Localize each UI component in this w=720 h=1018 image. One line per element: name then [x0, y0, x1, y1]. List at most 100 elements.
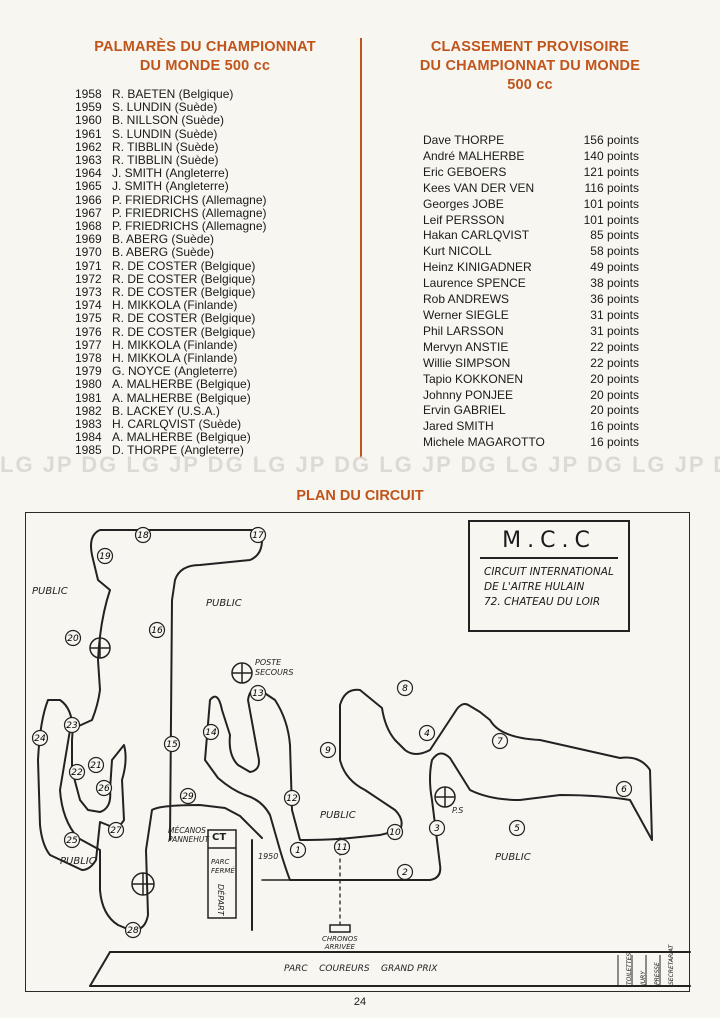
rider-points: 38 points [590, 276, 639, 291]
rider-points: 20 points [590, 371, 639, 386]
palmares-winner: B. LACKEY (U.S.A.) [112, 403, 220, 418]
rider-points: 156 points [583, 133, 639, 147]
palmares-winner: R. BAETEN (Belgique) [112, 87, 234, 101]
palmares-winner: P. FRIEDRICHS (Allemagne) [112, 219, 267, 234]
parc-ferme-line1: PARC [211, 858, 230, 866]
label-public-4: PUBLIC [320, 810, 356, 821]
palmares-year: 1973 [75, 285, 102, 300]
rider-name: Kurt NICOLL [423, 244, 492, 259]
palmares-section: PALMARÈS DU CHAMPIONNAT DU MONDE 500 cc … [60, 38, 350, 458]
rider-name: Eric GEBOERS [423, 164, 507, 179]
corner-marker-circle [124, 921, 142, 939]
rider-points: 22 points [590, 355, 639, 370]
corner-marker-label: 16 [151, 626, 163, 636]
rider-points: 121 points [583, 164, 639, 179]
corner-marker-label: 28 [127, 926, 139, 936]
label-mecanos: MÉCANOS PANNEHUT [168, 826, 209, 844]
corner-marker-label: 4 [424, 729, 430, 739]
palmares-winner: H. CARLQVIST (Suède) [112, 417, 242, 432]
rider-points: 49 points [590, 260, 639, 275]
classement-row: Tapio KOKKONEN 20 points [423, 372, 680, 388]
plan-title: PLAN DU CIRCUIT [296, 488, 424, 504]
corner-marker-circle [68, 763, 86, 781]
corner-marker-circle [179, 787, 197, 805]
corner-marker-label: 3 [434, 824, 440, 834]
corner-marker-circle [95, 779, 113, 797]
label-ps: P.S [452, 806, 464, 815]
label-chronos: CHRONOS ARRIVÉE [322, 935, 358, 951]
palmares-year: 1965 [75, 179, 102, 194]
corner-marker-circle [249, 684, 267, 702]
rider-name: Mervyn ANSTIE [423, 339, 509, 354]
paddock-slant [89, 951, 111, 987]
corner-marker-label: 8 [402, 684, 408, 694]
ct-box [207, 829, 237, 919]
rider-points: 58 points [590, 244, 639, 259]
rider-name: Leif PERSSON [423, 212, 505, 227]
rider-name: Heinz KINIGADNER [423, 260, 532, 275]
palmares-year: 1979 [75, 364, 102, 379]
palmares-winner: H. MIKKOLA (Finlande) [112, 298, 238, 313]
corner-marker-circle [283, 789, 301, 807]
corner-marker-label: 5 [514, 824, 520, 834]
label-public-3: PUBLIC [60, 856, 96, 867]
corner-marker-circle [64, 629, 82, 647]
palmares-year: 1971 [75, 258, 102, 273]
classement-title: CLASSEMENT PROVISOIRE DU CHAMPIONNAT DU … [380, 38, 680, 95]
palmares-year: 1959 [75, 100, 102, 115]
rider-points: 20 points [590, 387, 639, 402]
corner-marker-circle [31, 729, 49, 747]
mcc-line2: DE L'AITRE HULAIN [484, 580, 585, 593]
rider-name: Willie SIMPSON [423, 355, 511, 370]
corner-marker-circle [418, 724, 436, 742]
palmares-year: 1964 [75, 166, 102, 181]
corner-marker-circle [96, 547, 114, 565]
corner-marker-circle [202, 723, 220, 741]
palmares-winner: H. MIKKOLA (Finlande) [112, 351, 238, 366]
palmares-row: 1966 P. FRIEDRICHS (Allemagne) [75, 192, 350, 207]
palmares-year: 1980 [75, 377, 102, 392]
palmares-winner: G. NOYCE (Angleterre) [112, 364, 238, 379]
palmares-title: PALMARÈS DU CHAMPIONNAT DU MONDE 500 cc [60, 38, 350, 76]
poste-line2: SECOURS [255, 668, 294, 677]
mcc-line3: 72. CHATEAU DU LOIR [484, 595, 601, 608]
corner-marker-label: 23 [66, 721, 78, 731]
palmares-winner: J. SMITH (Angleterre) [112, 179, 229, 194]
rider-points: 116 points [584, 180, 640, 195]
palmares-winner: J. SMITH (Angleterre) [112, 166, 229, 181]
rider-name: Tapio KOKKONEN [423, 371, 524, 386]
palmares-row: 1958 R. BAETEN (Belgique) [75, 87, 350, 101]
chronos-line1: CHRONOS [322, 935, 358, 943]
rider-name: Hakan CARLQVIST [423, 228, 530, 243]
palmares-winner: P. FRIEDRICHS (Allemagne) [112, 192, 267, 207]
palmares-year: 1966 [75, 192, 102, 207]
parc-ferme-line2: FERMÉ [211, 867, 235, 875]
classement-row: Willie SIMPSON 22 points [423, 356, 680, 372]
rider-name: Michele MAGAROTTO [423, 435, 545, 450]
rider-points: 16 points [590, 435, 639, 450]
label-parc-ferme: PARC FERMÉ [211, 858, 235, 876]
palmares-winner: A. MALHERBE (Belgique) [112, 390, 251, 405]
corner-marker-label: 9 [325, 746, 331, 756]
mecanos-line1: MÉCANOS [168, 826, 206, 835]
corner-marker-circle [148, 621, 166, 639]
corner-marker-circle [333, 838, 351, 856]
rider-points: 101 points [583, 212, 639, 227]
rider-points: 22 points [590, 339, 639, 354]
classement-row: Eric GEBOERS 121 points [423, 165, 680, 181]
corner-marker-circle [319, 741, 337, 759]
palmares-year: 1958 [75, 87, 102, 101]
